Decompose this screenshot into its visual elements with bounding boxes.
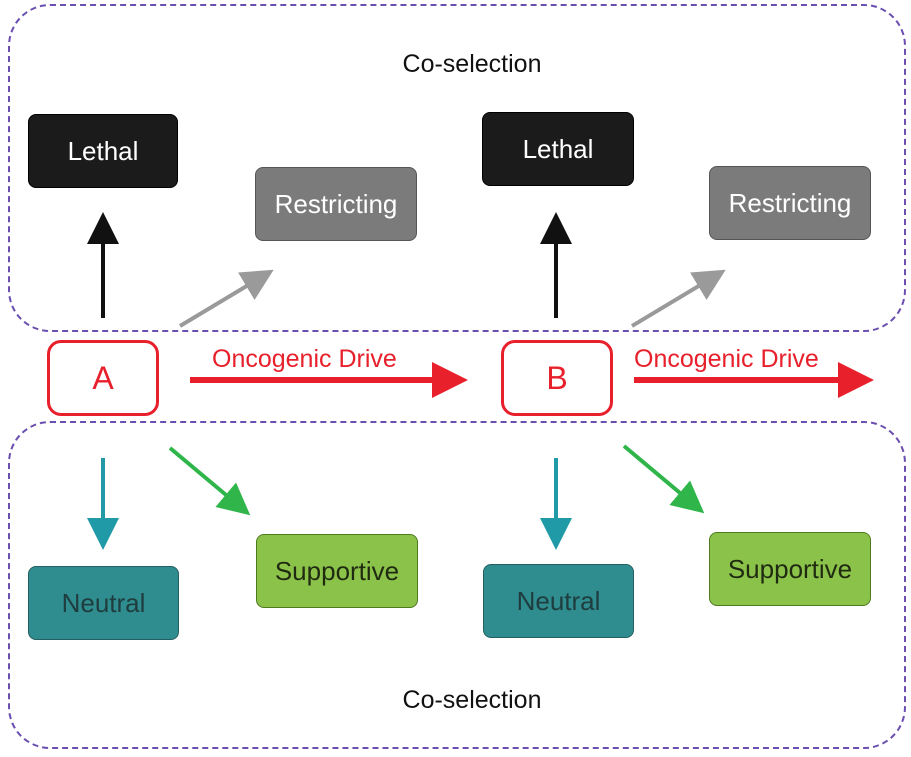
- gene-b-box: B: [501, 340, 613, 416]
- lethal-box-b: Lethal: [482, 112, 634, 186]
- oncogenic-drive-label-b: Oncogenic Drive: [634, 345, 819, 373]
- co-selection-bottom-label: Co-selection: [402, 686, 542, 714]
- co-selection-top-label: Co-selection: [402, 50, 542, 78]
- neutral-box-b: Neutral: [483, 564, 634, 638]
- restricting-box-b: Restricting: [709, 166, 871, 240]
- restricting-box-a: Restricting: [255, 167, 417, 241]
- oncogenic-drive-label-a: Oncogenic Drive: [212, 345, 397, 373]
- supportive-box-b: Supportive: [709, 532, 871, 606]
- lethal-box-a: Lethal: [28, 114, 178, 188]
- gene-a-box: A: [47, 340, 159, 416]
- arrow-a-to-restricting: [178, 269, 274, 328]
- neutral-box-a: Neutral: [28, 566, 179, 640]
- supportive-box-a: Supportive: [256, 534, 418, 608]
- arrow-b-to-supportive: [622, 444, 705, 514]
- co-selection-region-top: [8, 4, 906, 332]
- arrow-a-to-supportive: [168, 446, 251, 516]
- co-selection-region-bottom: [8, 421, 906, 749]
- arrow-b-to-restricting: [630, 269, 726, 328]
